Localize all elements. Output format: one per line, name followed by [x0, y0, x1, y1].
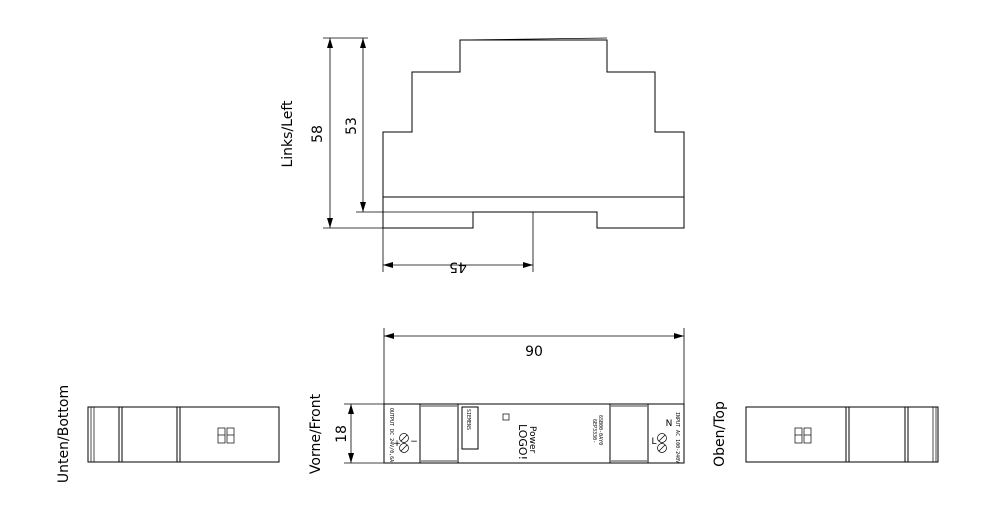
input-rating-text: INPUT AC 100-240V [674, 412, 680, 463]
terminal-opening-icon [803, 427, 812, 444]
left-view-label: Links/Left [280, 100, 296, 168]
top-view-label: Oben/Top [712, 401, 728, 467]
front-view-label: Vorne/Front [308, 393, 324, 474]
dimension-45-label: 45 [449, 258, 467, 274]
side-view-top-edge [459, 37, 608, 41]
siemens-logo-frame [461, 406, 479, 450]
output-terminal-block: OUTPUT DC 24V/0,6A + − [388, 408, 418, 462]
output-minus-label: − [410, 437, 418, 447]
order-number-line-2: 6SB00-0AY0 [597, 415, 603, 445]
side-view [382, 37, 685, 229]
dimension-53-label: 53 [344, 117, 360, 135]
front-view-outline [383, 403, 685, 464]
side-view-outline [382, 39, 685, 229]
output-plus-label: + [393, 439, 401, 449]
bottom-view-outline [87, 406, 280, 463]
dimension-53: 53 [344, 38, 473, 213]
status-led-icon [502, 413, 510, 421]
dimension-90: 90 [383, 328, 685, 404]
bottom-view [87, 406, 280, 463]
screw-terminal-icon [657, 433, 667, 443]
top-view-outline [745, 406, 939, 463]
dimension-18: 18 [334, 403, 384, 464]
dimension-45: 45 [382, 212, 534, 274]
product-name: LOGO! [516, 424, 529, 460]
terminal-opening-icon [794, 427, 803, 444]
screw-terminal-icon [399, 443, 409, 453]
top-view [745, 406, 939, 463]
brand-logo: SIEMENS [465, 409, 471, 430]
output-rating-text: OUTPUT DC 24V/0,6A [388, 408, 394, 462]
dimension-18-label: 18 [334, 425, 350, 443]
dimension-58-label: 58 [310, 125, 326, 143]
input-N-label: N [666, 419, 673, 429]
front-view: OUTPUT DC 24V/0,6A + − SIEMENS LOGO! Pow… [383, 403, 685, 464]
input-L-label: L [651, 437, 656, 447]
bottom-view-label: Unten/Bottom [56, 385, 72, 483]
terminal-opening-icon [226, 427, 235, 444]
input-terminal-block: L N INPUT AC 100-240V [651, 412, 680, 463]
screw-terminal-icon [399, 433, 409, 443]
order-number-line-1: 6EP3330- [591, 419, 597, 443]
dimension-58: 58 [310, 37, 383, 229]
product-subname: Power [527, 426, 537, 454]
terminal-opening-icon [217, 427, 226, 444]
dimension-90-label: 90 [525, 344, 543, 360]
screw-terminal-icon [657, 443, 667, 453]
